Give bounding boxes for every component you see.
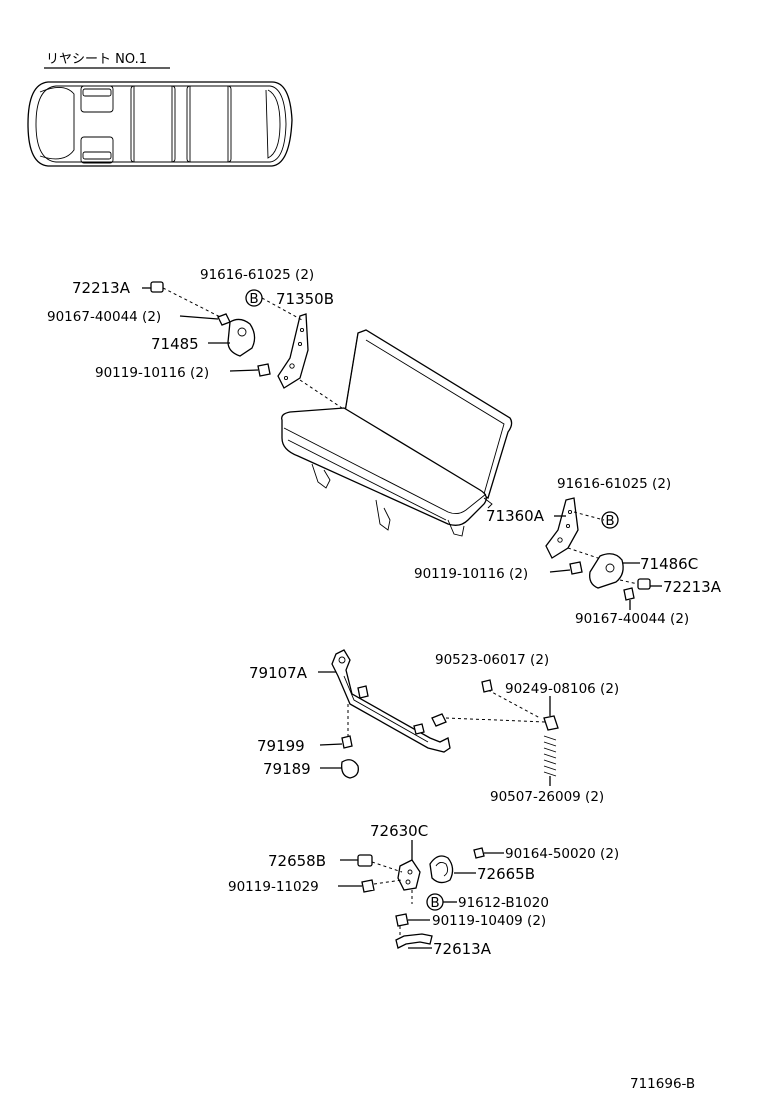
screw-90164 <box>473 847 485 859</box>
bolt-90119-right <box>569 561 583 575</box>
label-79107a: 79107A <box>249 664 308 682</box>
label-90119-top: 90119-10116 (2) <box>95 365 209 381</box>
b-marker-top-text: B <box>249 291 258 307</box>
cap-79189 <box>341 759 359 779</box>
label-72213a-top: 72213A <box>72 279 131 297</box>
cap-72213a-right <box>637 578 651 590</box>
front-seat-left <box>80 85 114 113</box>
inset-title: リヤシート NO.1 <box>46 52 147 67</box>
label-79199: 79199 <box>257 737 305 755</box>
hinge-cover-71486c <box>589 553 624 589</box>
label-90507: 90507-26009 (2) <box>490 789 604 805</box>
leg-assembly-79107a <box>318 649 559 786</box>
label-90167-top: 90167-40044 (2) <box>47 309 161 325</box>
label-90119-11029: 90119-11029 <box>228 879 319 895</box>
label-72213a-right: 72213A <box>663 578 722 596</box>
knob-72665b <box>429 855 454 884</box>
label-91616-top: 91616-61025 (2) <box>200 267 314 283</box>
hinge-71350b <box>277 313 309 389</box>
lock-assembly-72630c: B <box>338 840 504 949</box>
label-91616-right: 91616-61025 (2) <box>557 476 671 492</box>
label-72630c: 72630C <box>370 822 428 840</box>
label-71350b: 71350B <box>276 290 334 308</box>
label-72658b: 72658B <box>268 852 326 870</box>
bolt-90119-top <box>257 363 271 377</box>
b-marker-right <box>601 511 619 529</box>
clip-79199 <box>341 735 353 749</box>
label-71485: 71485 <box>151 335 199 353</box>
hinge-cover-71485 <box>227 318 256 357</box>
b-marker-lock-text: B <box>430 895 439 911</box>
cap-72213a-top <box>150 281 164 293</box>
b-marker-top <box>245 289 263 307</box>
spring-90507 <box>543 735 557 777</box>
hinge-71360a <box>545 497 579 559</box>
diagram-code: 711696-B <box>630 1076 695 1092</box>
label-71486c: 71486C <box>640 555 698 573</box>
vehicle-layout-inset <box>27 81 293 167</box>
label-72665b: 72665B <box>477 865 535 883</box>
bolt-90167-top <box>217 313 231 326</box>
label-79189: 79189 <box>263 760 311 778</box>
label-90167-right: 90167-40044 (2) <box>575 611 689 627</box>
left-hinge-group: B <box>142 281 343 409</box>
label-90119-right: 90119-10116 (2) <box>414 566 528 582</box>
label-90119-10409: 90119-10409 (2) <box>432 913 546 929</box>
rear-seat-no2 <box>186 85 232 163</box>
label-90523: 90523-06017 (2) <box>435 652 549 668</box>
label-72613a: 72613A <box>433 940 492 958</box>
rod-72613a <box>395 933 433 949</box>
nut-90523 <box>481 679 493 693</box>
right-hinge-group: B <box>545 497 662 610</box>
bolt-90119-10409 <box>395 913 409 927</box>
label-90164: 90164-50020 (2) <box>505 846 619 862</box>
rear-bench-seat <box>281 329 513 537</box>
b-marker-right-text: B <box>605 513 614 529</box>
bolt-90167-right <box>623 587 635 601</box>
label-71360a: 71360A <box>486 507 545 525</box>
label-91612: 91612-B1020 <box>458 895 549 911</box>
bolt-90249 <box>543 715 559 731</box>
rear-seat-no1 <box>130 85 176 163</box>
bolt-90119-11029 <box>361 879 375 893</box>
bushing-72658b <box>357 854 373 867</box>
lock-72630c <box>397 859 421 891</box>
front-seat-right <box>80 136 114 164</box>
label-90249: 90249-08106 (2) <box>505 681 619 697</box>
